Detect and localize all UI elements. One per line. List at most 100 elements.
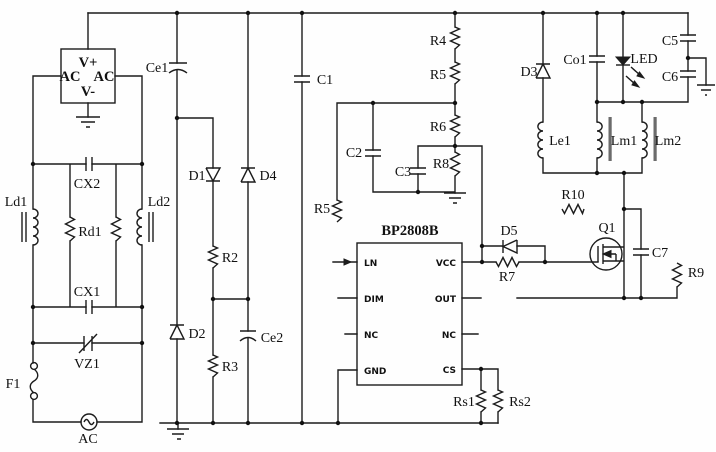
c5-label: C5 (662, 34, 678, 49)
r5-top-icon (448, 61, 462, 85)
fuse-icon (29, 361, 39, 371)
ld2-icon (136, 208, 154, 246)
ic-bp2808b: BP2808B LN DIM NC GND VCC OUT NC CS (343, 223, 463, 386)
wire-cs (480, 368, 499, 424)
ce1-icon (168, 62, 188, 74)
wire-emi (32, 163, 143, 423)
d1-icon (205, 167, 222, 183)
r3-label: R3 (222, 360, 238, 375)
rd1-left-icon (63, 216, 77, 242)
c7-label: C7 (652, 246, 668, 261)
r10-label: R10 (561, 188, 584, 203)
gate-drive: D5 R7 R10 (495, 188, 585, 285)
pin-gnd: GND (364, 367, 386, 377)
bridge-vminus-label: V- (81, 84, 95, 100)
pin-cs: CS (443, 366, 456, 376)
c5-icon (680, 34, 696, 42)
ic-body (356, 242, 463, 386)
ac-source-label: AC (78, 432, 97, 447)
bridge-ac-left-label: AC (60, 69, 81, 85)
rd1-right-icon (109, 216, 123, 242)
output-ground-icon (697, 84, 715, 96)
pin-out: OUT (435, 295, 457, 305)
r10-icon (561, 202, 585, 216)
lm1-icon (596, 121, 603, 159)
wire-bridge (32, 12, 143, 165)
lm2-label: Lm2 (655, 134, 681, 149)
r6-icon (448, 114, 462, 138)
ln-arrow-icon (343, 258, 353, 266)
vz1-label: VZ1 (74, 357, 100, 372)
wire-gate (481, 245, 599, 263)
r4-label: R4 (430, 34, 446, 49)
le1-label: Le1 (549, 134, 571, 149)
rs2-label: Rs2 (509, 395, 531, 410)
le1-icon (537, 121, 544, 159)
junction-dots (30, 10, 691, 426)
bridge-rectifier: V+ AC AC V- (60, 48, 116, 128)
d1-label: D1 (188, 169, 205, 184)
rs2-icon (491, 389, 505, 413)
r8-icon (448, 151, 462, 177)
r4-icon (448, 26, 462, 50)
ac-source-icon (80, 413, 98, 431)
pin-dim: DIM (364, 295, 384, 305)
pin-nc-left: NC (364, 331, 379, 341)
d3-icon (535, 62, 552, 79)
c7-icon (633, 248, 649, 256)
main-ground-icon (167, 428, 189, 440)
c1-icon (294, 75, 310, 83)
r3-icon (206, 354, 220, 378)
wire-middle (176, 12, 303, 424)
cx2-label: CX2 (74, 177, 100, 192)
c3-label: C3 (395, 165, 411, 180)
d5-label: D5 (500, 224, 517, 239)
c1-label: C1 (317, 73, 333, 88)
cx1-label: CX1 (74, 285, 100, 300)
ld1-label: Ld1 (5, 195, 28, 210)
r7-label: R7 (499, 270, 515, 285)
r9-icon (670, 262, 684, 288)
vz1-icon (78, 333, 98, 354)
r5-top-label: R5 (430, 68, 446, 83)
lm1-label: Lm1 (611, 134, 637, 149)
q1-icon (589, 237, 623, 271)
r7-icon (495, 255, 520, 269)
c6-icon (680, 70, 696, 78)
q1-label: Q1 (598, 221, 615, 236)
wire-ground-rail (159, 422, 499, 430)
bridge-ac-right-label: AC (94, 69, 115, 85)
ld1-icon (21, 208, 39, 246)
lm2-icon (641, 121, 648, 159)
cx2-icon (85, 157, 93, 171)
pin-ln: LN (364, 259, 377, 269)
r2-icon (206, 245, 220, 269)
ld2-label: Ld2 (148, 195, 171, 210)
ce2-icon (239, 330, 257, 342)
r5-sense-icon (330, 199, 344, 223)
mosfet-q1: Q1 (589, 221, 624, 271)
c6-label: C6 (662, 70, 678, 85)
c2-label: C2 (346, 146, 362, 161)
co1-icon (589, 55, 605, 63)
rs1-label: Rs1 (453, 395, 475, 410)
d2-icon (169, 323, 186, 340)
r6-label: R6 (430, 120, 446, 135)
c3-icon (410, 167, 426, 175)
c2-icon (365, 149, 381, 157)
line-sense-divider: R4 R5 R6 R8 C2 C3 R5 (314, 26, 466, 223)
rs1-icon (474, 389, 488, 413)
bus-components: Ce1 D1 D4 D2 R2 R3 Ce2 C1 (146, 61, 333, 378)
d2-label: D2 (188, 327, 205, 342)
emi-filter: F1 AC VZ1 CX1 CX2 Ld1 Ld2 Rd1 (5, 157, 171, 447)
d3-label: D3 (520, 65, 537, 80)
bridge-ground-icon (76, 116, 100, 128)
divider-ground-icon (444, 192, 466, 204)
d4-label: D4 (259, 169, 276, 184)
pin-vcc: VCC (436, 259, 457, 269)
d4-icon (240, 166, 257, 183)
cx1-icon (85, 300, 93, 314)
r8-label: R8 (433, 157, 449, 172)
